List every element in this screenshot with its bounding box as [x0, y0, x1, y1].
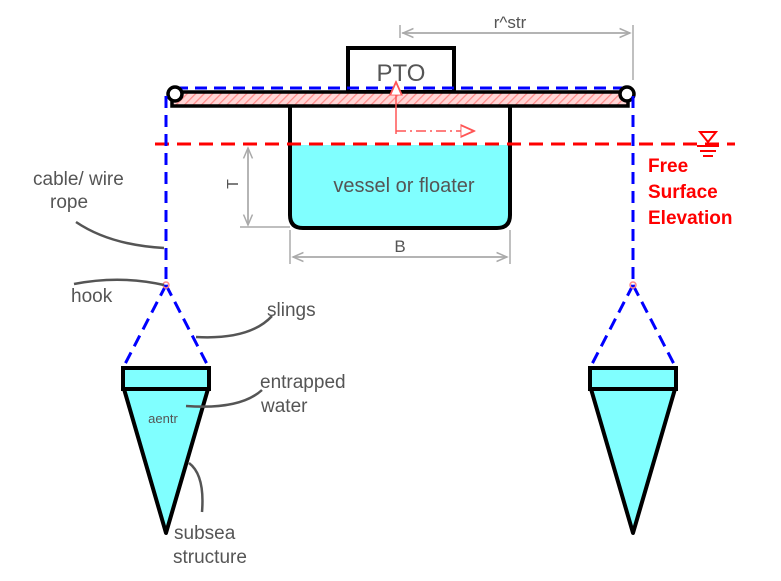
pto-label: PTO — [377, 60, 426, 87]
beam-label: B — [394, 237, 405, 256]
right-subsea-structure — [588, 366, 678, 535]
draft-dimension: T — [225, 148, 290, 228]
hatched-beam — [170, 90, 630, 108]
left-pulley-icon — [166, 85, 184, 103]
entrapped-water-leader-line — [185, 389, 263, 408]
r-str-dimension: r^str — [399, 13, 634, 80]
slings-leader-line — [195, 315, 273, 339]
subsea-structure-line-2: structure — [173, 547, 247, 568]
entrapped-water-line-1: entrapped — [260, 372, 346, 393]
right-sling-left — [589, 284, 635, 367]
right-hook-icon — [629, 281, 637, 289]
cable-label: cable/ wire rope — [33, 169, 129, 213]
entrapped-water-line-2: water — [260, 396, 308, 417]
right-sling-right — [631, 284, 677, 367]
coordinate-axes — [396, 82, 474, 134]
hook-label: hook — [71, 286, 113, 307]
cable-label-line-1: cable/ wire — [33, 169, 124, 190]
free-surface-line-1: Free — [648, 156, 688, 177]
pto-unit: PTO — [346, 46, 456, 94]
slings-label: slings — [267, 300, 316, 321]
subsea-structure-label: subsea structure — [173, 523, 247, 568]
free-surface-line-2: Surface — [648, 182, 718, 203]
free-surface-label: Free Surface Elevation — [648, 156, 732, 229]
cable-label-line-2: rope — [50, 192, 88, 213]
vessel-label: vessel or floater — [333, 175, 475, 197]
subsea-structure-line-1: subsea — [174, 523, 236, 544]
cable-leader-line — [75, 220, 165, 250]
entrapped-water-label: entrapped water — [260, 372, 351, 417]
a-entr-label: aentr — [148, 411, 178, 426]
right-pulley-icon — [618, 85, 636, 103]
left-subsea-structure: aentr — [121, 366, 211, 535]
r-str-label: r^str — [494, 13, 527, 32]
beam-dimension: B — [289, 230, 511, 264]
left-sling-left — [122, 284, 168, 367]
subsea-structure-leader-line — [188, 462, 204, 513]
hook-leader-line — [73, 278, 165, 287]
free-surface-line-3: Elevation — [648, 208, 732, 229]
water-level-symbol-icon — [697, 131, 719, 157]
left-sling-right — [164, 284, 210, 367]
vessel: vessel or floater — [288, 107, 512, 230]
draft-label: T — [225, 179, 242, 189]
